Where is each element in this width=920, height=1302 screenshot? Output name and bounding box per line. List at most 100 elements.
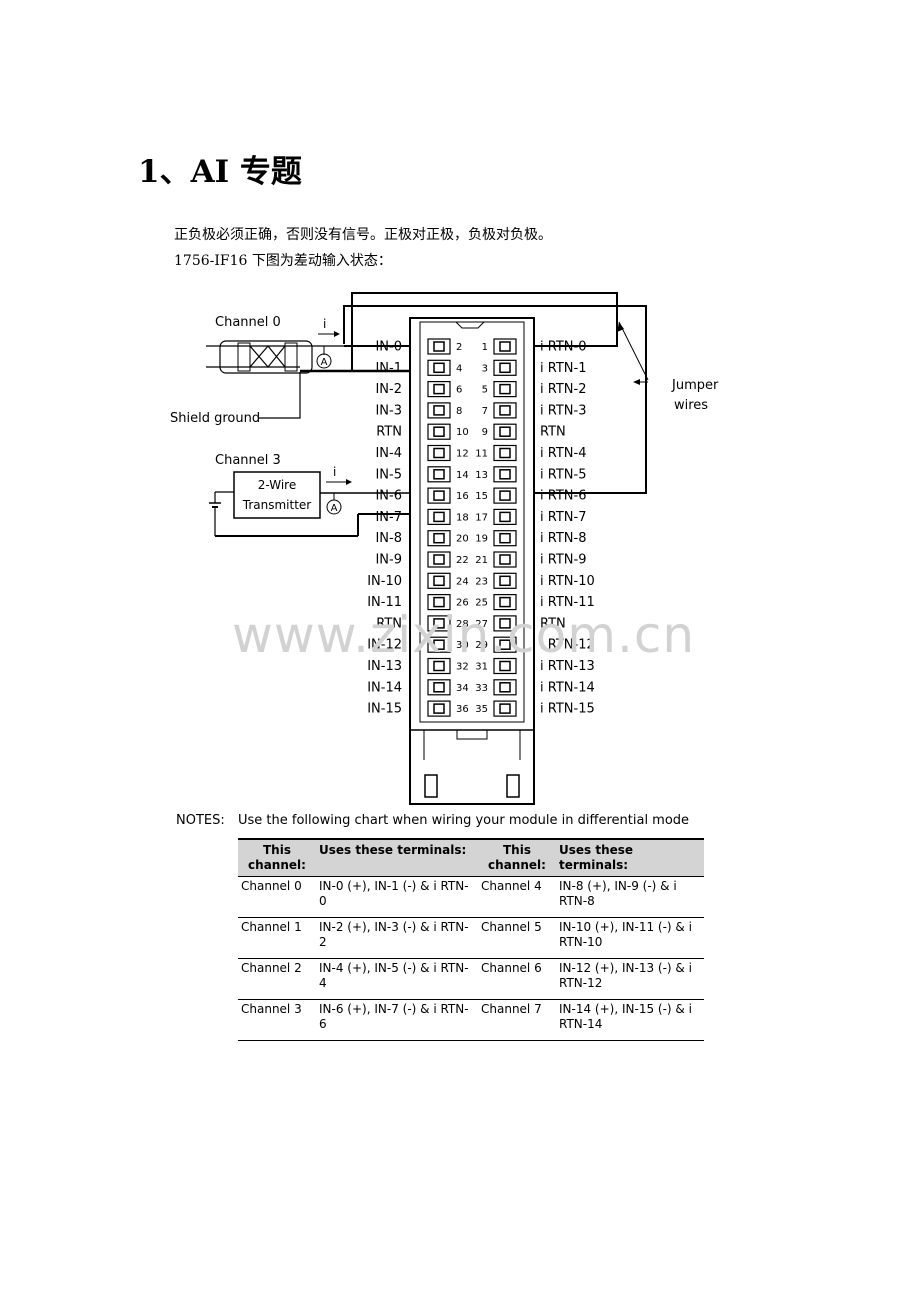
terminal-number-left: 30: [456, 640, 469, 651]
terminal-number-left: 10: [456, 427, 469, 438]
terminal-number-right: 13: [475, 470, 488, 481]
terminal-label-left: IN-2: [375, 382, 402, 397]
jumper-wire: [351, 292, 618, 371]
screw-terminal-right: [493, 381, 517, 398]
terminal-label-left: IN-1: [375, 361, 402, 376]
terminal-number-left: 12: [456, 449, 469, 460]
current-label: i: [323, 317, 326, 331]
table-cell-terminals: IN-2 (+), IN-3 (-) & i RTN-2: [316, 917, 478, 959]
terminal-label-right: i RTN-9: [540, 553, 586, 568]
screw-head-left: [433, 618, 445, 629]
screw-head-right: [499, 362, 511, 374]
table-row: Channel 0 IN-0 (+), IN-1 (-) & i RTN-0 C…: [238, 876, 704, 918]
cable-sleeve-left: [237, 342, 251, 372]
terminal-number-left: 34: [456, 683, 469, 694]
terminal-number-right: 1: [482, 342, 488, 353]
terminal-number-right: 17: [475, 512, 488, 523]
terminal-number-left: 6: [456, 385, 462, 396]
table-cell-terminals: IN-12 (+), IN-13 (-) & i RTN-12: [556, 958, 704, 1000]
terminal-number-left: 32: [456, 662, 469, 673]
table-row: Channel 3 IN-6 (+), IN-7 (-) & i RTN-6 C…: [238, 999, 704, 1041]
notes-text: Use the following chart when wiring your…: [238, 813, 690, 828]
terminal-label-left: IN-13: [367, 659, 402, 674]
screw-terminal-right: [493, 700, 517, 717]
twisted-pair: [249, 345, 286, 368]
screw-head-left: [433, 405, 445, 416]
terminal-label-right: i RTN-2: [540, 382, 586, 397]
terminal-number-left: 4: [456, 363, 462, 374]
screw-head-left: [433, 469, 445, 480]
terminal-label-left: RTN: [376, 616, 402, 631]
table-row: Channel 2 IN-4 (+), IN-5 (-) & i RTN-4 C…: [238, 958, 704, 1000]
table-cell-terminals: IN-6 (+), IN-7 (-) & i RTN-6: [316, 999, 478, 1041]
screw-head-right: [499, 490, 511, 501]
screw-terminal-right: [493, 487, 517, 504]
terminal-label-left: IN-10: [367, 574, 402, 589]
terminal-label-right: i RTN-8: [540, 531, 586, 546]
module-slot-left: [424, 774, 438, 798]
terminal-label-left: IN-7: [375, 510, 402, 525]
header-uses-terminals: Uses these terminals:: [556, 838, 704, 877]
terminal-number-right: 23: [475, 576, 488, 587]
screw-head-right: [499, 596, 511, 608]
table-cell-terminals: IN-14 (+), IN-15 (-) & i RTN-14: [556, 999, 704, 1041]
table-cell-terminals: IN-10 (+), IN-11 (-) & i RTN-10: [556, 917, 704, 959]
screw-terminal-left: [427, 593, 451, 611]
terminal-number-left: 22: [456, 555, 469, 566]
terminal-label-right: i RTN-4: [540, 446, 586, 461]
terminal-number-left: 36: [456, 704, 469, 715]
current-arrow-head: [334, 331, 340, 337]
terminal-label-left: IN-12: [367, 638, 402, 653]
terminal-number-left: 26: [456, 598, 469, 609]
screw-head-left: [433, 511, 445, 523]
terminal-number-right: 3: [482, 363, 488, 374]
table-cell-channel: Channel 2: [238, 958, 316, 1000]
header-this-channel: This channel:: [478, 838, 556, 877]
screw-terminal-right: [493, 359, 517, 376]
screw-terminal-left: [427, 679, 451, 696]
transmitter-box: [233, 471, 321, 519]
terminal-number-left: 28: [456, 619, 469, 630]
terminal-label-right: RTN: [540, 425, 566, 440]
shield-ground-wire: [258, 372, 301, 419]
screw-terminal-right: [493, 466, 517, 483]
screw-terminal-left: [427, 423, 451, 440]
channel3-label: Channel 3: [215, 453, 281, 468]
screw-terminal-left: [427, 444, 451, 462]
terminal-number-right: 7: [482, 406, 488, 417]
screw-terminal-right: [493, 402, 517, 419]
screw-head-left: [433, 554, 445, 565]
transmitter-line1: 2-Wire: [258, 478, 296, 492]
channel0-label: Channel 0: [215, 315, 281, 330]
screw-terminal-left: [427, 636, 451, 653]
screw-head-left: [433, 703, 445, 714]
screw-terminal-left: [427, 551, 451, 568]
jumper-label-line2: wires: [674, 398, 708, 413]
screw-head-left: [433, 362, 445, 374]
terminal-label-left: IN-6: [375, 489, 402, 504]
terminal-number-left: 18: [456, 512, 469, 523]
screw-head-right: [499, 426, 511, 437]
terminal-number-right: 29: [475, 640, 488, 651]
module-slot-right: [506, 774, 520, 798]
terminal-number-left: 16: [456, 491, 469, 502]
terminal-number-left: 2: [456, 342, 462, 353]
terminal-chart-header-row: This channel: Uses these terminals: This…: [238, 838, 704, 877]
terminal-number-right: 31: [475, 662, 488, 673]
screw-head-left: [433, 341, 445, 352]
header-uses-terminals: Uses these terminals:: [316, 838, 478, 877]
terminal-number-left: 8: [456, 406, 462, 417]
screw-head-left: [433, 575, 445, 587]
terminal-label-left: IN-8: [375, 531, 402, 546]
table-cell-channel: Channel 4: [478, 876, 556, 918]
screw-terminal-left: [427, 487, 451, 504]
terminal-number-right: 15: [475, 491, 488, 502]
screw-head-right: [499, 682, 511, 693]
screw-head-right: [499, 511, 511, 523]
terminal-label-left: IN-9: [375, 553, 402, 568]
terminal-label-right: i RTN-10: [540, 574, 595, 589]
screw-head-right: [499, 660, 511, 672]
screw-head-right: [499, 341, 511, 352]
screw-terminal-left: [427, 508, 451, 525]
